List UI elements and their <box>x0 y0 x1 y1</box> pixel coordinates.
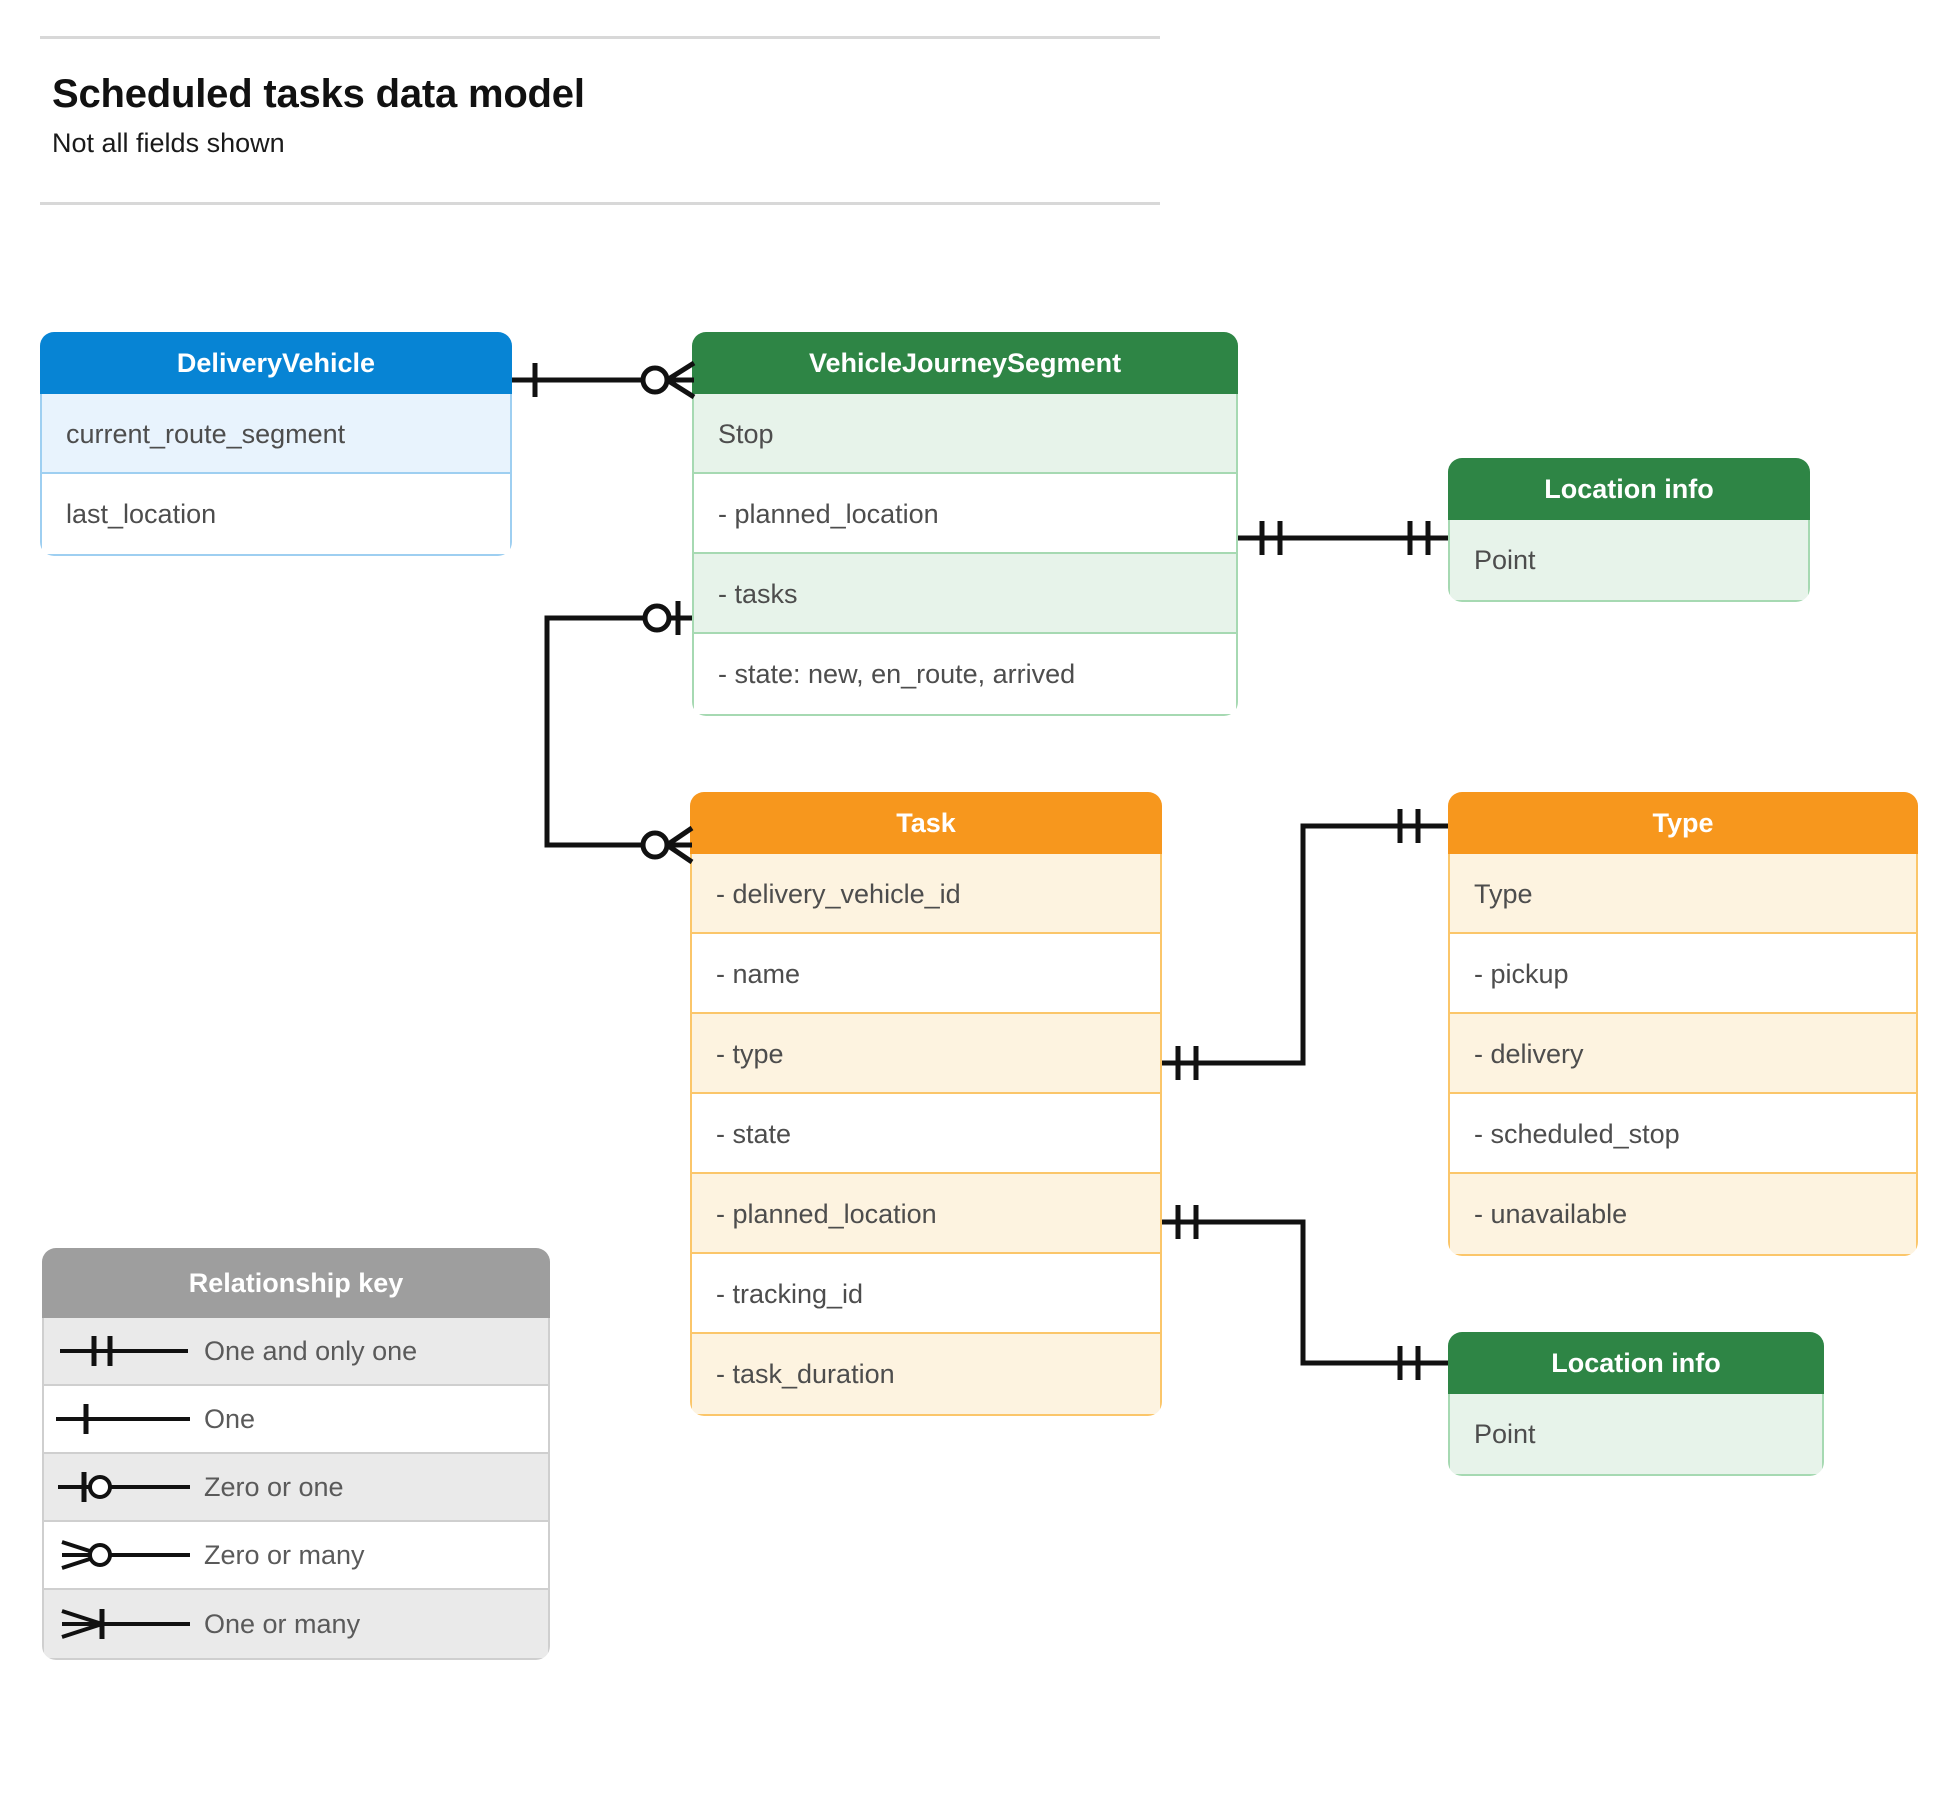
zero-or-many-icon <box>44 1532 204 1578</box>
connector-vjs-plannedlocation-locationinfo <box>1238 521 1448 555</box>
legend-rows: One and only one One <box>42 1318 550 1660</box>
page-title: Scheduled tasks data model <box>52 72 585 116</box>
entity-rows-delivery-vehicle: current_route_segment last_location <box>40 394 512 556</box>
connector-deliveryvehicle-vehiclejourneysegment <box>512 360 696 400</box>
entity-title-location-info-bottom: Location info <box>1448 1332 1824 1394</box>
one-icon <box>44 1396 204 1442</box>
connector-task-type-type <box>1162 809 1448 1080</box>
entity-field-state: - state: new, en_route, arrived <box>694 634 1236 714</box>
entity-field-point-bottom: Point <box>1450 1394 1822 1474</box>
entity-title-type: Type <box>1448 792 1918 854</box>
entity-title-location-info-top: Location info <box>1448 458 1810 520</box>
legend-label-zero-or-many: Zero or many <box>204 1539 365 1570</box>
legend-label-zero-or-one: Zero or one <box>204 1471 344 1502</box>
entity-field-type-label: Type <box>1450 854 1916 934</box>
entity-field-tracking-id: - tracking_id <box>692 1254 1160 1334</box>
entity-delivery-vehicle[interactable]: DeliveryVehicle current_route_segment la… <box>40 332 512 556</box>
entity-rows-location-info-top: Point <box>1448 520 1810 602</box>
entity-task[interactable]: Task - delivery_vehicle_id - name - type… <box>690 792 1162 1416</box>
entity-field-delivery-vehicle-id: - delivery_vehicle_id <box>692 854 1160 934</box>
entity-field-scheduled-stop: - scheduled_stop <box>1450 1094 1916 1174</box>
zero-or-one-icon <box>44 1464 204 1510</box>
legend-item-one-or-many: One or many <box>44 1590 548 1658</box>
legend-label-one: One <box>204 1403 256 1434</box>
entity-field-stop: Stop <box>694 394 1236 474</box>
connector-vjs-tasks-task <box>544 601 694 865</box>
entity-rows-vehicle-journey-segment: Stop - planned_location - tasks - state:… <box>692 394 1238 716</box>
legend-item-zero-or-one: Zero or one <box>44 1454 548 1522</box>
legend-label-one-and-only-one: One and only one <box>204 1335 418 1366</box>
entity-rows-location-info-bottom: Point <box>1448 1394 1824 1476</box>
entity-vehicle-journey-segment[interactable]: VehicleJourneySegment Stop - planned_loc… <box>692 332 1238 716</box>
entity-field-delivery: - delivery <box>1450 1014 1916 1094</box>
entity-field-point-top: Point <box>1450 520 1808 600</box>
relationship-key-legend: Relationship key One and only one <box>42 1248 550 1660</box>
entity-field-planned-location-task: - planned_location <box>692 1174 1160 1254</box>
entity-title-task: Task <box>690 792 1162 854</box>
legend-item-zero-or-many: Zero or many <box>44 1522 548 1590</box>
entity-field-planned-location: - planned_location <box>694 474 1236 554</box>
entity-title-delivery-vehicle: DeliveryVehicle <box>40 332 512 394</box>
entity-field-tasks: - tasks <box>694 554 1236 634</box>
entity-field-unavailable: - unavailable <box>1450 1174 1916 1254</box>
entity-field-last-location: last_location <box>42 474 510 554</box>
entity-field-state-task: - state <box>692 1094 1160 1174</box>
page-subtitle: Not all fields shown <box>52 128 285 158</box>
entity-type[interactable]: Type Type - pickup - delivery - schedule… <box>1448 792 1918 1256</box>
entity-field-task-duration: - task_duration <box>692 1334 1160 1414</box>
header-divider-top <box>40 36 1160 39</box>
entity-title-vehicle-journey-segment: VehicleJourneySegment <box>692 332 1238 394</box>
one-and-only-one-icon <box>44 1328 204 1374</box>
legend-item-one: One <box>44 1386 548 1454</box>
header-divider-bottom <box>40 202 1160 205</box>
entity-field-name: - name <box>692 934 1160 1014</box>
entity-rows-task: - delivery_vehicle_id - name - type - st… <box>690 854 1162 1416</box>
legend-title: Relationship key <box>42 1248 550 1318</box>
entity-rows-type: Type - pickup - delivery - scheduled_sto… <box>1448 854 1918 1256</box>
one-or-many-icon <box>44 1601 204 1647</box>
entity-field-current-route-segment: current_route_segment <box>42 394 510 474</box>
connector-task-plannedlocation-locationinfo <box>1162 1205 1448 1380</box>
entity-field-type: - type <box>692 1014 1160 1094</box>
legend-item-one-and-only-one: One and only one <box>44 1318 548 1386</box>
legend-label-one-or-many: One or many <box>204 1608 361 1639</box>
entity-location-info-top[interactable]: Location info Point <box>1448 458 1810 602</box>
entity-location-info-bottom[interactable]: Location info Point <box>1448 1332 1824 1476</box>
entity-field-pickup: - pickup <box>1450 934 1916 1014</box>
